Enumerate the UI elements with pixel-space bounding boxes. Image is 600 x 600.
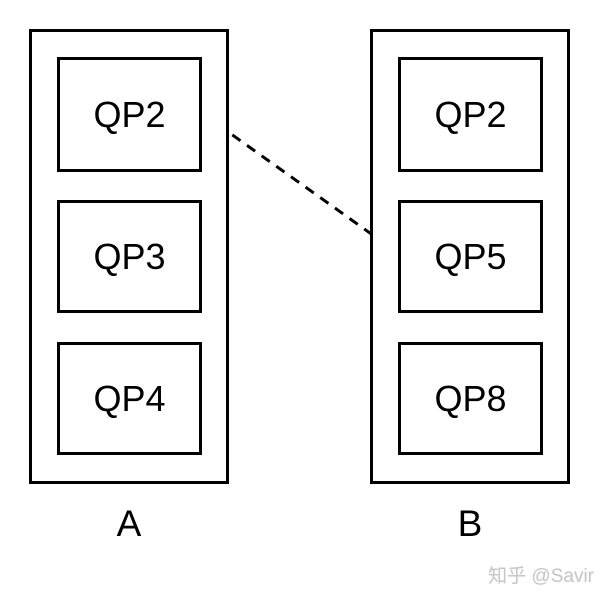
connection-line-qp2-qp5 (202, 112, 399, 255)
container-a: QP2 QP3 QP4 (29, 29, 229, 484)
box-a-qp4-label: QP4 (93, 377, 166, 419)
box-b-qp5-label: QP5 (434, 235, 507, 277)
box-b-qp8-label: QP8 (434, 377, 507, 419)
watermark-text: 知乎 @Savir (488, 566, 594, 587)
box-b-qp8: QP8 (398, 342, 543, 455)
box-a-qp2: QP2 (57, 57, 202, 172)
box-b-qp2-label: QP2 (434, 93, 507, 135)
box-a-qp3-label: QP3 (93, 235, 166, 277)
box-a-qp3: QP3 (57, 200, 202, 313)
box-a-qp4: QP4 (57, 342, 202, 455)
box-b-qp2: QP2 (398, 57, 543, 172)
container-a-label: A (116, 503, 142, 544)
container-b: QP2 QP5 QP8 (370, 29, 570, 484)
container-b-label: B (457, 503, 483, 544)
box-b-qp5: QP5 (398, 200, 543, 313)
box-a-qp2-label: QP2 (93, 93, 166, 135)
